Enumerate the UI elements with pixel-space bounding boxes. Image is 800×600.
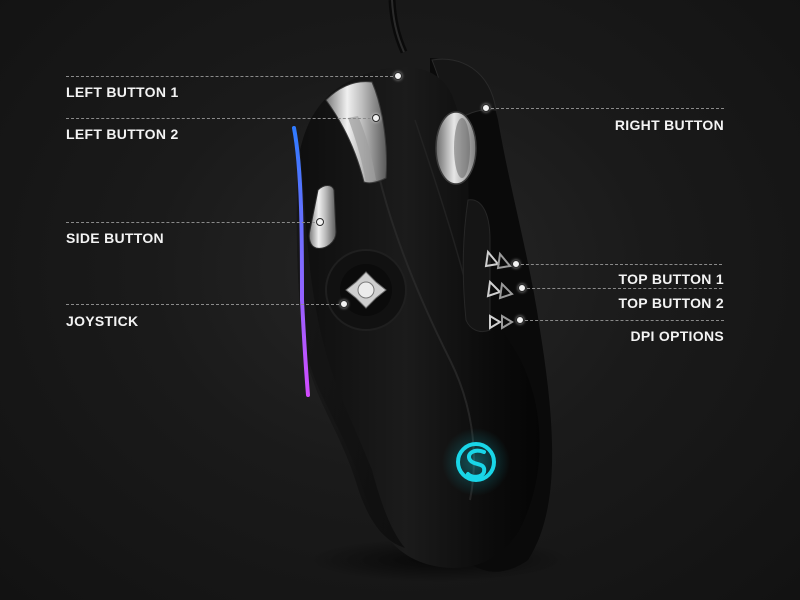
- triangle-arrow-icon: [489, 314, 514, 330]
- callout-dot-joystick: [340, 300, 348, 308]
- callout-dot-side-button: [316, 218, 324, 226]
- label-top-button-1: TOP BUTTON 1: [618, 271, 724, 287]
- label-right-button: RIGHT BUTTON: [614, 117, 724, 133]
- callout-dot-dpi-options: [516, 316, 524, 324]
- callout-line-dpi-options: [520, 320, 724, 321]
- callout-line-right-button: [486, 108, 724, 109]
- callout-line-top-button-1: [516, 264, 722, 265]
- label-joystick: JOYSTICK: [66, 313, 139, 329]
- joystick-icon: [345, 271, 387, 309]
- top-buttons-cluster: [462, 199, 514, 333]
- callout-dot-top-button-2: [518, 284, 526, 292]
- callout-line-joystick: [66, 304, 344, 305]
- label-side-button: SIDE BUTTON: [66, 230, 164, 246]
- callout-line-left-button-1: [66, 76, 398, 77]
- rgb-light-strip: [292, 126, 310, 397]
- label-dpi-options: DPI OPTIONS: [630, 328, 724, 344]
- callout-dot-left-button-2: [372, 114, 380, 122]
- callout-dot-top-button-1: [512, 260, 520, 268]
- gamesir-logo-icon: [456, 442, 496, 482]
- triangle-arrow-icon: [484, 249, 512, 270]
- label-top-button-2: TOP BUTTON 2: [618, 295, 724, 311]
- side-button-shape: [308, 185, 337, 249]
- callout-line-side-button: [66, 222, 320, 223]
- label-left-button-2: LEFT BUTTON 2: [66, 126, 179, 142]
- label-left-button-1: LEFT BUTTON 1: [66, 84, 179, 100]
- cable: [388, 0, 408, 54]
- callout-line-top-button-2: [522, 288, 722, 289]
- triangle-arrow-icon: [486, 279, 514, 300]
- callout-dot-right-button: [482, 104, 490, 112]
- callout-dot-left-button-1: [394, 72, 402, 80]
- callout-line-left-button-2: [66, 118, 376, 119]
